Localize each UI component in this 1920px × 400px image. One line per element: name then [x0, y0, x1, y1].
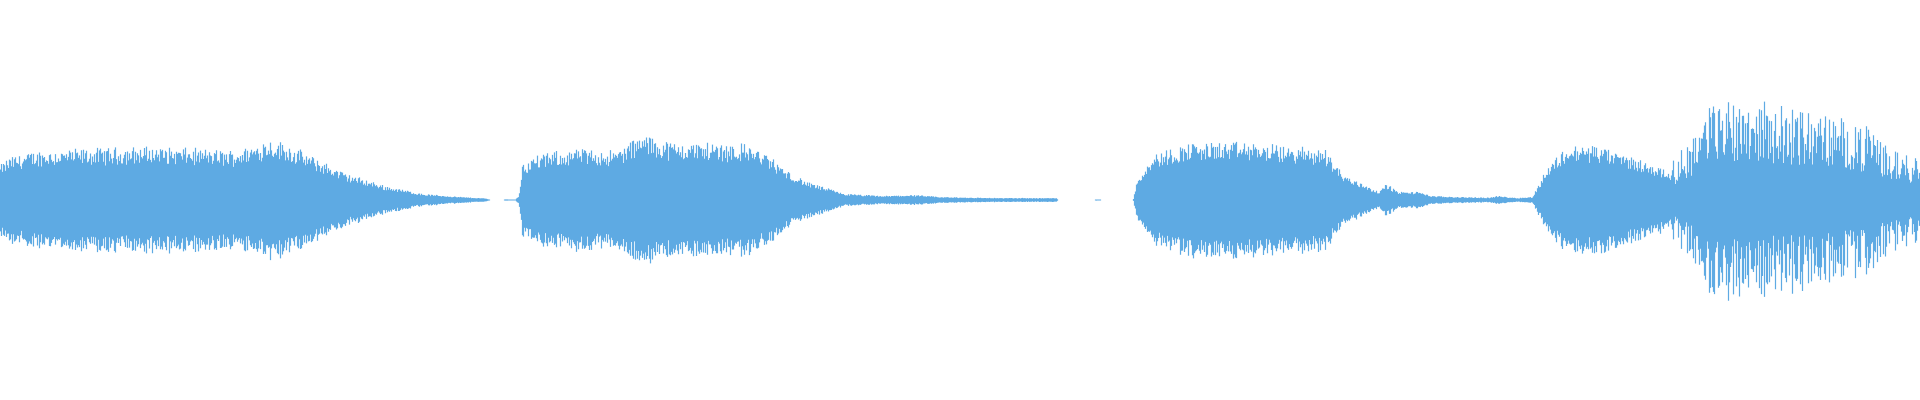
- waveform-trace: [0, 101, 1920, 301]
